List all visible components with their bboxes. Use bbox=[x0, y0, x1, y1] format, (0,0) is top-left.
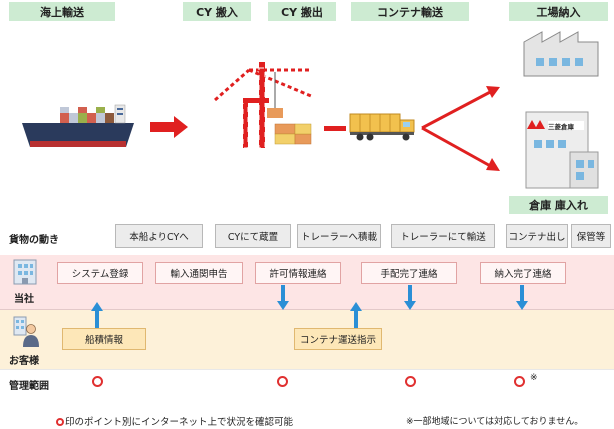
flow-connector-icon bbox=[324, 126, 346, 131]
stage-tab-cy-out: CY 搬出 bbox=[268, 2, 336, 21]
company-label: 当社 bbox=[14, 294, 34, 305]
management-note-mark: ※ bbox=[530, 373, 538, 383]
management-scope-label: 管理範囲 bbox=[9, 381, 49, 392]
band-divider bbox=[0, 309, 614, 310]
arrow-down-icon bbox=[404, 285, 416, 310]
cargo-step-devanning: コンテナ出し bbox=[506, 224, 568, 248]
warehouse-icon bbox=[525, 111, 599, 189]
flow-arrow-icon bbox=[150, 116, 188, 138]
band-divider bbox=[0, 369, 614, 370]
company-step-arrangement-complete: 手配完了連絡 bbox=[361, 262, 457, 284]
company-step-system-registration: システム登録 bbox=[57, 262, 143, 284]
container-truck-icon bbox=[349, 113, 415, 141]
arrow-up-icon bbox=[91, 302, 103, 328]
arrow-down-icon bbox=[277, 285, 289, 310]
stage-tab-factory-delivery: 工場納入 bbox=[509, 2, 608, 21]
stage-tab-container-transport: コンテナ輸送 bbox=[351, 2, 469, 21]
customer-person-icon bbox=[13, 316, 39, 347]
management-point-circle-icon bbox=[514, 376, 525, 387]
company-step-permit-notice: 許可情報連絡 bbox=[255, 262, 341, 284]
management-point-circle-icon bbox=[92, 376, 103, 387]
stage-tab-cy-in: CY 搬入 bbox=[183, 2, 251, 21]
stage-tab-sea-transport: 海上輸送 bbox=[9, 2, 115, 21]
cargo-step-ship-to-cy: 本船よりCYへ bbox=[115, 224, 203, 248]
factory-icon bbox=[523, 31, 599, 77]
gantry-crane-icon bbox=[214, 62, 312, 149]
fork-arrows-icon bbox=[421, 86, 500, 171]
cargo-movement-label: 貨物の動き bbox=[9, 235, 59, 246]
customer-step-shipping-info: 船積情報 bbox=[62, 328, 146, 350]
company-step-delivery-complete: 納入完了連絡 bbox=[480, 262, 566, 284]
footer-note: ※一部地域については対応しておりません。 bbox=[406, 417, 584, 427]
cargo-step-storage: 保管等 bbox=[571, 224, 611, 248]
warehouse-sign-text: 三菱倉庫 bbox=[548, 123, 574, 131]
customer-label: お客様 bbox=[9, 356, 39, 367]
company-step-customs-declaration: 輸入通関申告 bbox=[155, 262, 243, 284]
cargo-step-cy-storage: CYにて蔵置 bbox=[215, 224, 291, 248]
management-point-circle-icon bbox=[405, 376, 416, 387]
management-point-circle-icon bbox=[277, 376, 288, 387]
arrow-up-icon bbox=[350, 302, 362, 328]
customer-step-container-transport-order: コンテナ運送指示 bbox=[294, 328, 382, 350]
cargo-step-trailer-transport: トレーラーにて輸送 bbox=[391, 224, 495, 248]
footer-legend: 印のポイント別にインターネット上で状況を確認可能 bbox=[56, 414, 293, 428]
footer-legend-text: 印のポイント別にインターネット上で状況を確認可能 bbox=[65, 417, 294, 428]
cargo-ship-icon bbox=[22, 104, 134, 147]
warehouse-storage-label: 倉庫 庫入れ bbox=[509, 196, 608, 214]
arrow-down-icon bbox=[516, 285, 528, 310]
legend-circle-icon bbox=[56, 418, 64, 426]
cargo-step-load-trailer: トレーラーへ積載 bbox=[297, 224, 381, 248]
company-building-icon bbox=[13, 259, 37, 285]
